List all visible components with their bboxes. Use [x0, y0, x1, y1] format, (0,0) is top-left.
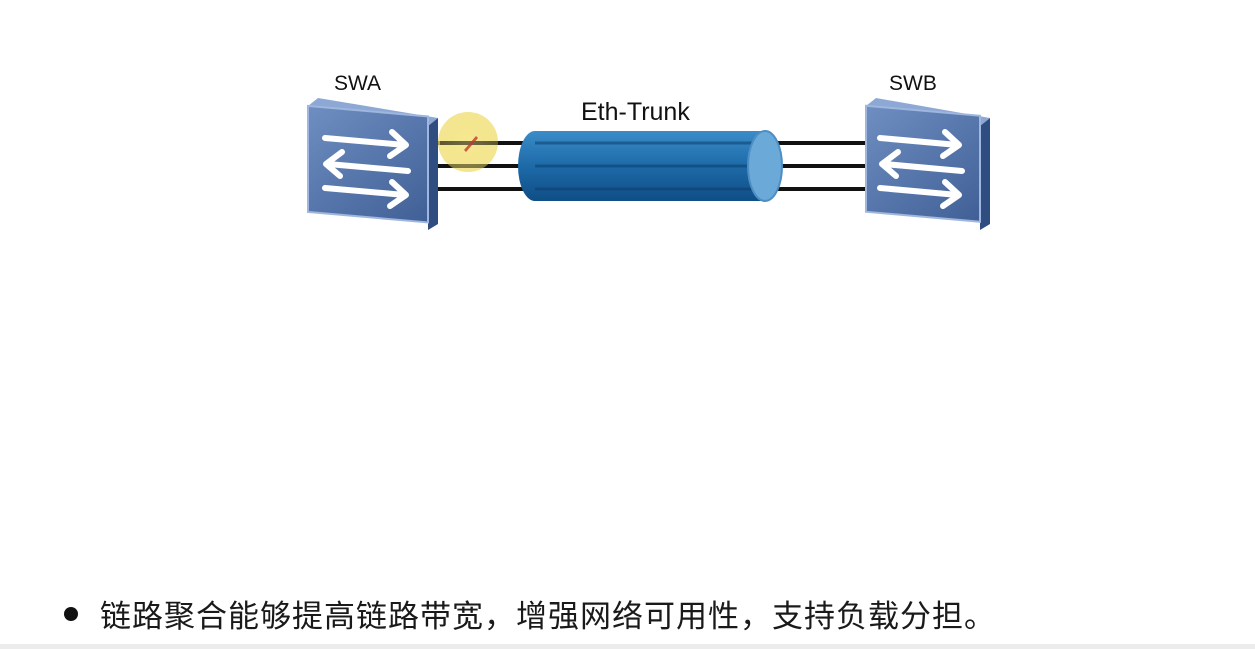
- swa-label: SWA: [334, 72, 382, 95]
- caption-bullet: 链路聚合能够提高链路带宽，增强网络可用性，支持负载分担。: [64, 590, 996, 636]
- eth-trunk-tube: [518, 130, 783, 202]
- swa-arrows: [322, 129, 411, 209]
- bottom-divider: [0, 644, 1255, 649]
- swb-label: SWB: [889, 72, 937, 95]
- cursor-highlight: [438, 112, 498, 172]
- pen-cursor-icon: [464, 136, 478, 152]
- swb-switch-icon: [865, 98, 990, 230]
- swb-arrows: [877, 129, 965, 209]
- caption-text: 链路聚合能够提高链路带宽，增强网络可用性，支持负载分担。: [100, 598, 996, 635]
- bullet-dot-icon: [64, 607, 78, 621]
- swa-switch-icon: [307, 98, 438, 230]
- eth-trunk-label: Eth-Trunk: [581, 98, 690, 126]
